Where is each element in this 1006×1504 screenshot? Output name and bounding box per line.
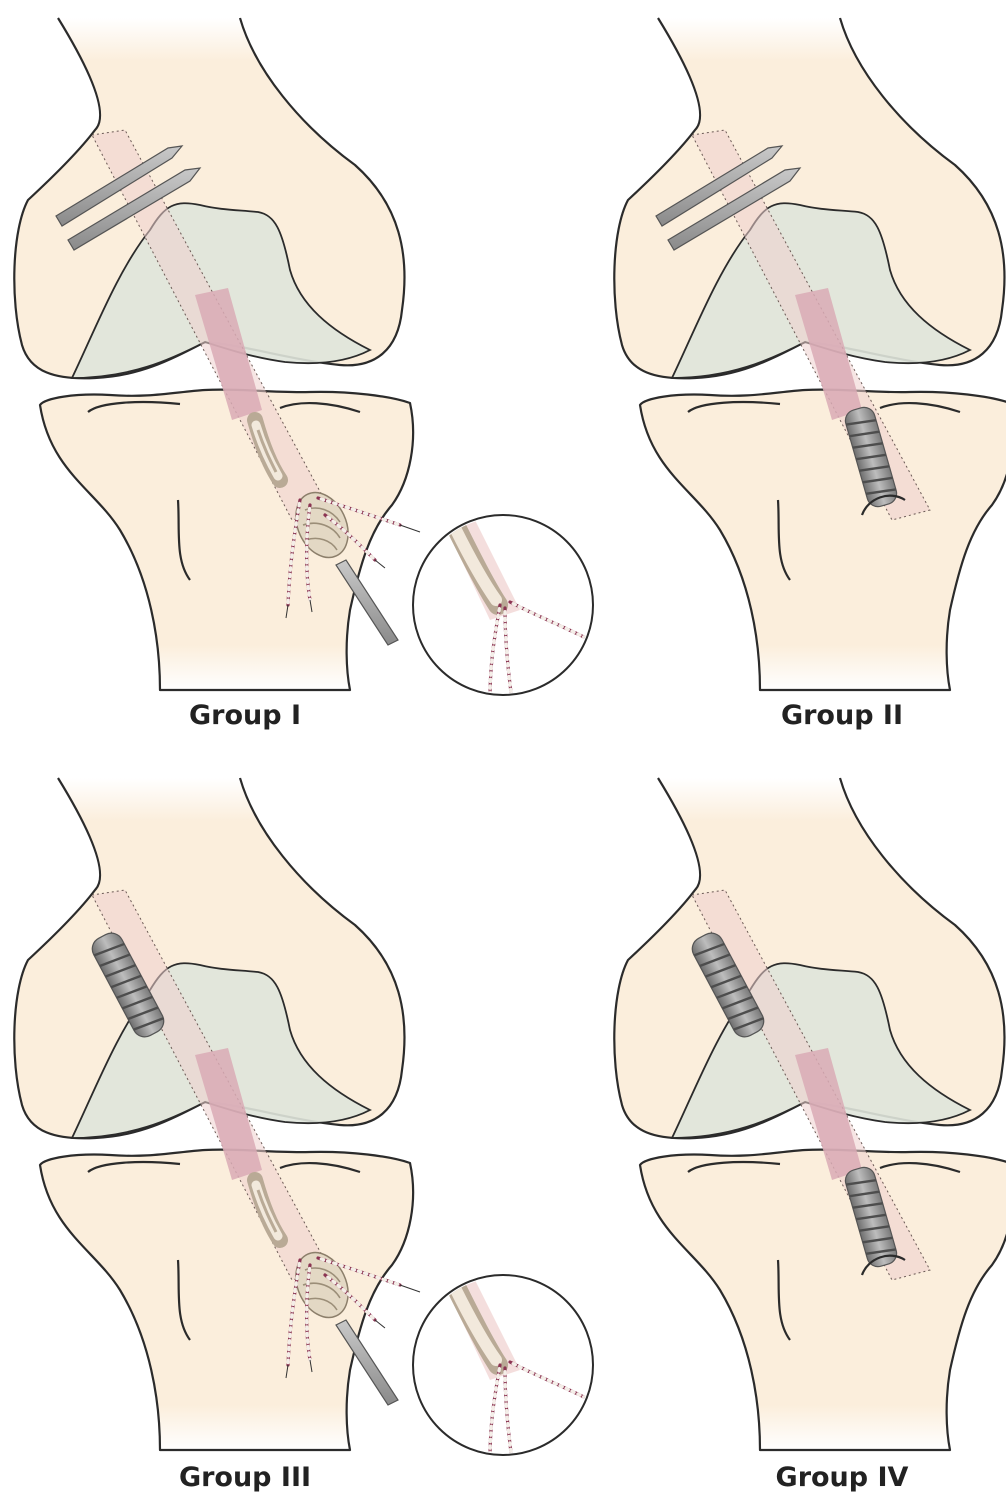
caption-group-2: Group II <box>692 700 992 731</box>
caption-group-3: Group III <box>95 1462 395 1493</box>
knee-diagram <box>614 18 1006 690</box>
caption-group-4: Group IV <box>692 1462 992 1493</box>
knee-diagram <box>614 778 1006 1450</box>
panel-group-2 <box>614 18 1006 690</box>
panel-group-4 <box>614 778 1006 1450</box>
panel-group-1 <box>14 18 593 700</box>
panel-group-3 <box>14 778 593 1460</box>
caption-group-1: Group I <box>95 700 395 731</box>
